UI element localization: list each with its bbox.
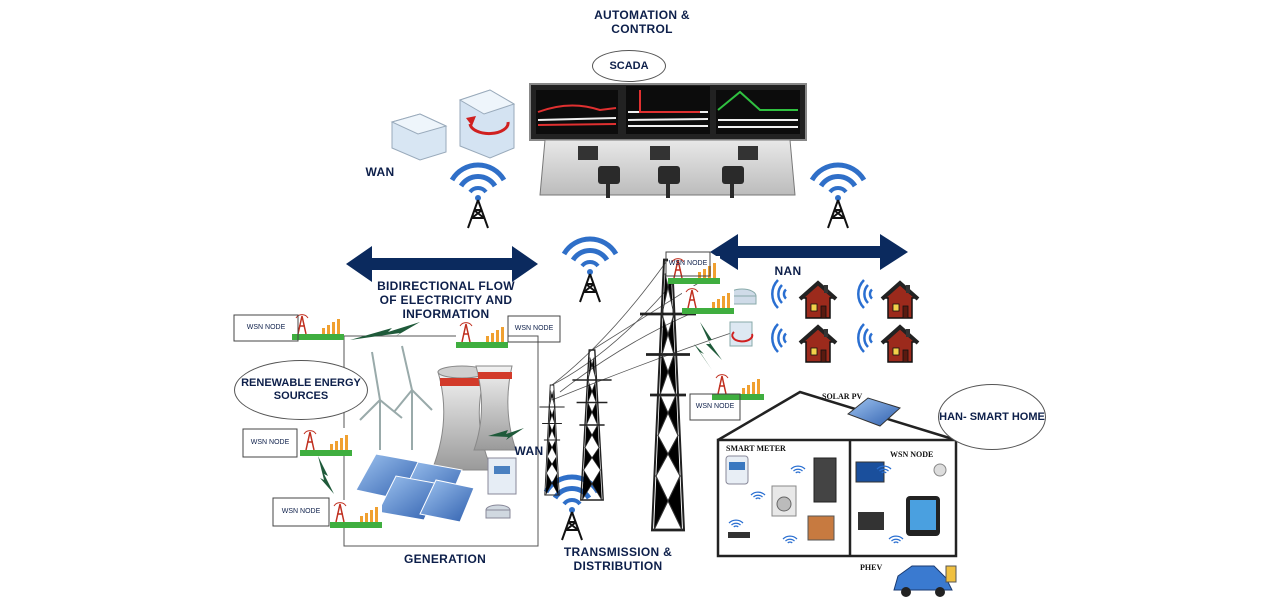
wifi-icon xyxy=(771,322,788,354)
wifi-icon xyxy=(857,322,874,354)
transmission-label: TRANSMISSION & DISTRIBUTION xyxy=(563,545,673,573)
smart-meter-icon xyxy=(725,455,749,485)
wsn-node-home-label: WSN NODE xyxy=(890,450,934,459)
control-room-icon xyxy=(529,83,807,198)
radio-tower-icon xyxy=(812,165,864,228)
wsn-box xyxy=(272,497,330,527)
radio-tower-icon xyxy=(452,165,504,228)
bidirectional-arrow xyxy=(346,246,538,282)
wsn-node-label: WSN NODE xyxy=(281,508,321,515)
renewable-bubble: RENEWABLE ENERGY SOURCES xyxy=(234,360,368,420)
generation-label: GENERATION xyxy=(403,552,487,566)
sensor-icon xyxy=(329,499,383,529)
han-bubble: HAN- SMART HOME xyxy=(938,384,1046,450)
wsn-box xyxy=(233,314,299,342)
wsn-node-label: WSN NODE xyxy=(668,260,708,267)
solar-pv-label: SOLAR PV xyxy=(822,392,863,401)
wsn-box xyxy=(507,315,561,343)
sensor-icon xyxy=(455,319,509,349)
wind-turbine-icon xyxy=(359,345,433,450)
bidirectional-label: BIDIRECTIONAL FLOW OF ELECTRICITY AND IN… xyxy=(377,279,515,321)
smart-meter-label: SMART METER xyxy=(726,444,786,453)
nan-arrow xyxy=(710,234,908,270)
wan-generation-label: WAN xyxy=(514,444,544,458)
house-icon xyxy=(880,281,920,320)
server-icon xyxy=(458,89,516,159)
wsn-box xyxy=(665,251,711,277)
sensor-icon xyxy=(291,311,345,341)
wsn-node-label: WSN NODE xyxy=(246,324,286,331)
wsn-box xyxy=(689,393,741,421)
smart-home-frame xyxy=(716,390,958,558)
radio-tower-icon xyxy=(564,239,616,302)
wsn-node-label: WSN NODE xyxy=(514,325,554,332)
automation-label: AUTOMATION & CONTROL xyxy=(594,8,690,36)
solar-panel-icon xyxy=(847,397,901,427)
wifi-icon xyxy=(857,278,874,310)
solar-panel-icon xyxy=(355,453,475,523)
house-icon xyxy=(880,325,920,364)
wan-label: WAN xyxy=(365,165,395,179)
phev-label: PHEV xyxy=(860,563,883,572)
server-icon xyxy=(390,113,448,161)
cooling-tower-icon xyxy=(431,365,517,471)
house-icon xyxy=(798,281,838,320)
sensor-icon xyxy=(299,427,353,457)
nan-label: NAN xyxy=(774,264,802,278)
server-icon xyxy=(485,457,517,519)
wsn-box xyxy=(242,428,298,458)
nan-network xyxy=(727,278,920,364)
wsn-node-label: WSN NODE xyxy=(695,403,735,410)
appliance-icons xyxy=(728,457,947,541)
car-icon xyxy=(893,565,957,597)
wsn-node-label: WSN NODE xyxy=(250,439,290,446)
sensor-icon xyxy=(711,371,765,401)
house-icon xyxy=(798,325,838,364)
scada-bubble: SCADA xyxy=(592,50,666,82)
wifi-icon xyxy=(771,278,788,310)
lightning-icon xyxy=(318,322,722,494)
sensor-icon xyxy=(681,285,735,315)
